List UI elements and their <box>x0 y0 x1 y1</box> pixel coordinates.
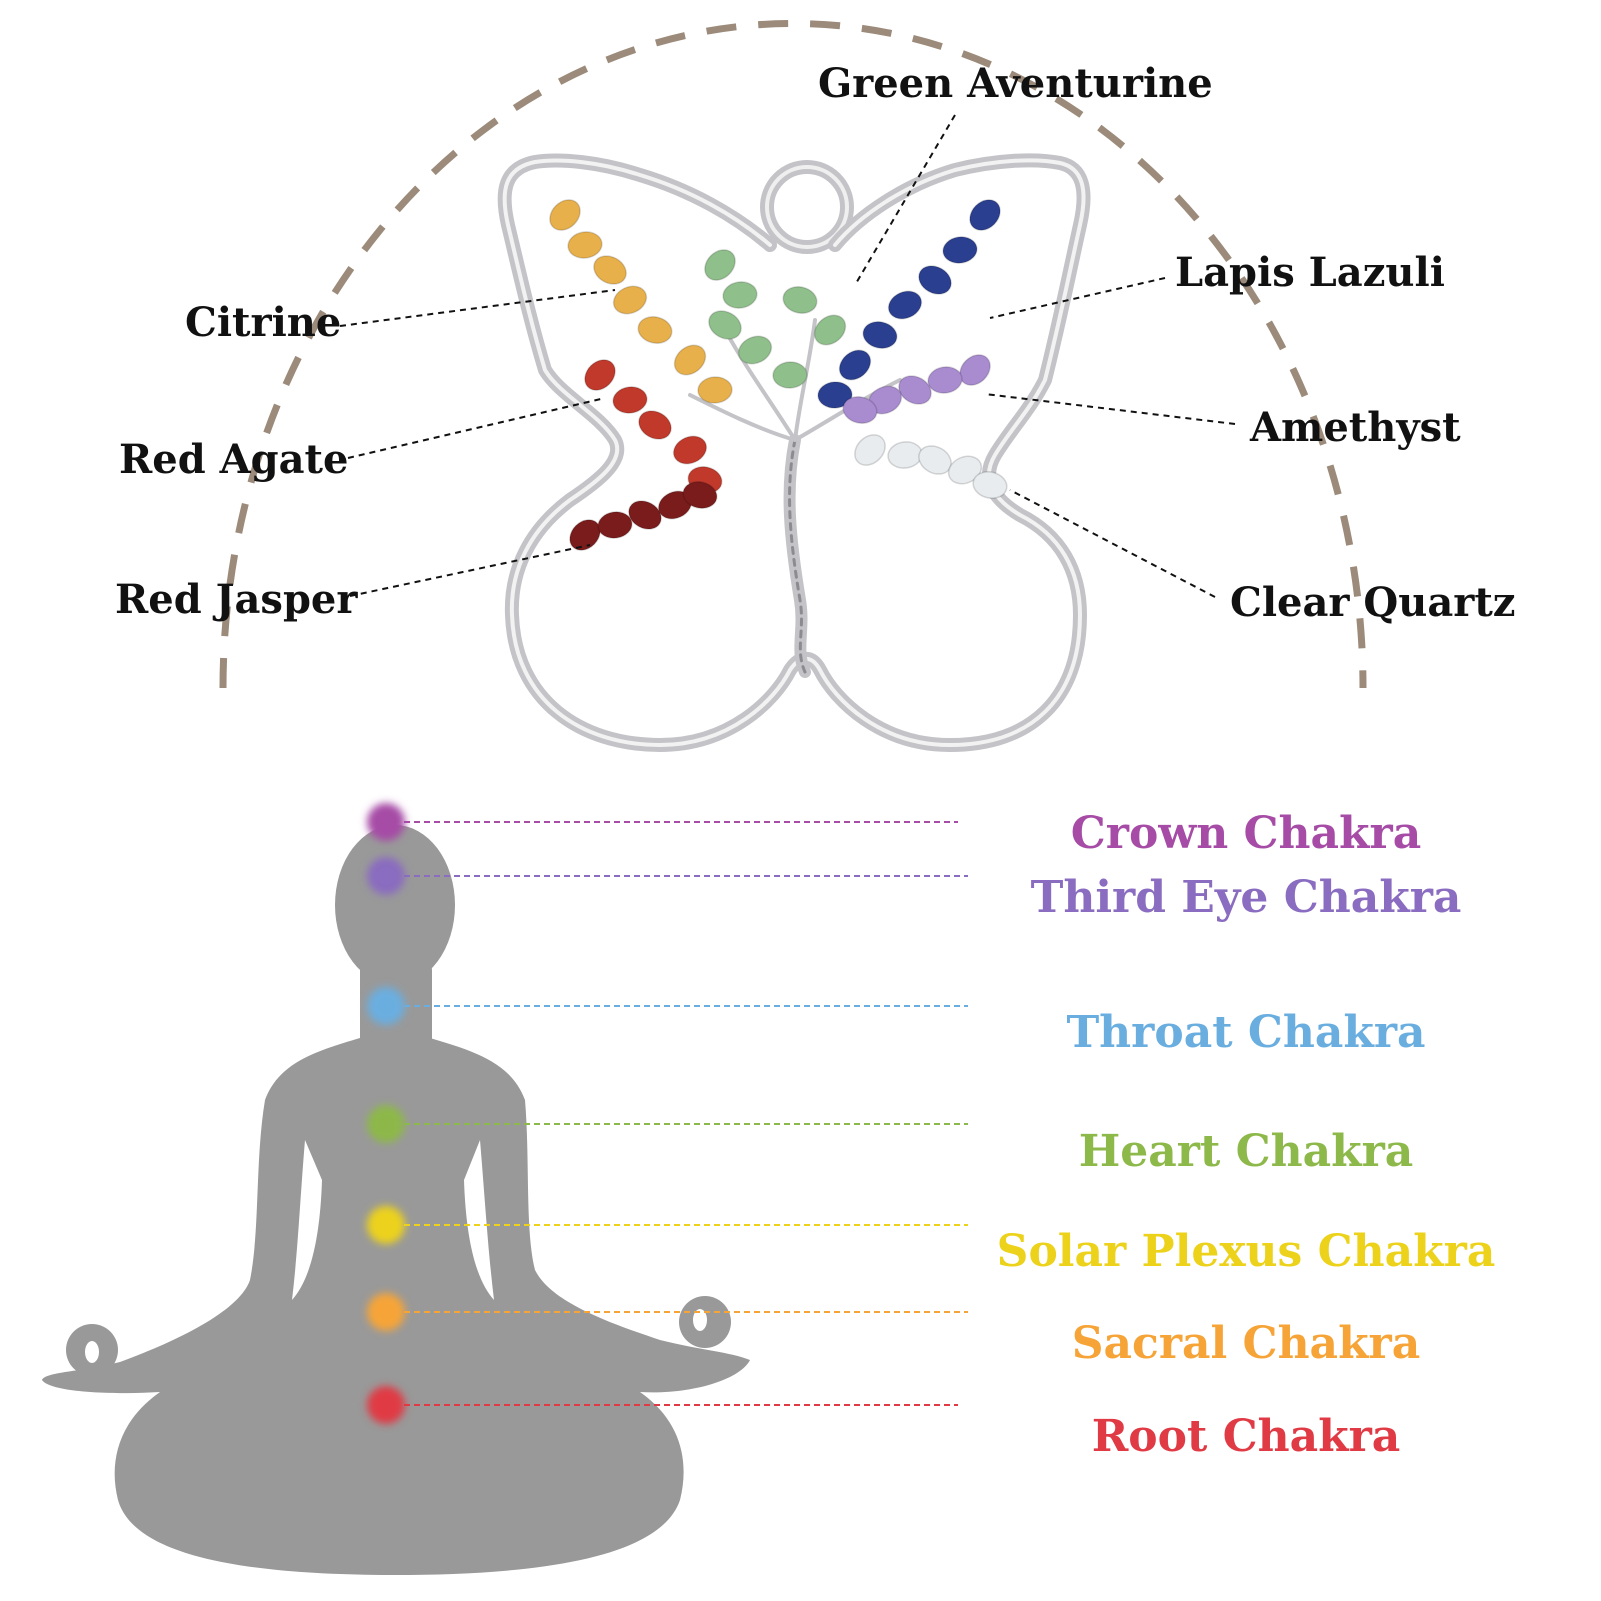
stone-chip <box>697 376 733 404</box>
stone-chip <box>708 310 742 340</box>
stone-chip <box>813 314 847 346</box>
stone-chip <box>584 359 616 391</box>
stone-chip <box>862 321 898 349</box>
chakra-dot <box>367 1206 405 1244</box>
stone-chip <box>628 500 662 530</box>
leader-line-citrine <box>339 289 616 327</box>
stone-label-red-agate: Red Agate <box>119 436 349 483</box>
pendant-bail-highlight <box>765 165 849 249</box>
leader-line-red-agate <box>347 397 606 459</box>
chakra-dot <box>367 1386 405 1424</box>
stone-chip <box>549 199 581 231</box>
stone-chip <box>842 396 878 424</box>
butterfly-pendant <box>497 153 1091 752</box>
stone-chip <box>838 349 872 381</box>
stone-chip <box>704 249 736 281</box>
stone-chip <box>638 410 672 440</box>
stone-leader-lines <box>339 114 1236 598</box>
chakra-label-sacral: Sacral Chakra <box>1071 1318 1421 1369</box>
stone-chip <box>772 361 808 389</box>
chakra-label-throat: Throat Chakra <box>1066 1007 1426 1058</box>
stone-label-amethyst: Amethyst <box>1250 404 1461 451</box>
stone-chip <box>898 375 932 405</box>
stone-chip <box>959 354 991 386</box>
silhouette-head <box>335 825 455 985</box>
silhouette-left-mudra <box>85 1341 99 1363</box>
chakra-dots <box>367 803 405 1424</box>
stone-chip <box>593 255 627 285</box>
stone-chip <box>969 199 1001 231</box>
stone-label-citrine: Citrine <box>185 299 342 346</box>
stone-chip <box>817 381 853 409</box>
leader-line-clear-quartz <box>1009 489 1216 598</box>
stone-chip <box>569 519 601 551</box>
stone-chip <box>972 471 1008 499</box>
stone-chip <box>637 316 673 344</box>
stone-chip <box>947 455 983 485</box>
chakra-label-crown: Crown Chakra <box>1070 808 1422 859</box>
chakra-label-heart: Heart Chakra <box>1078 1126 1414 1177</box>
stone-chip <box>722 281 758 309</box>
stone-chip <box>737 335 773 365</box>
chakra-dot <box>367 1293 405 1331</box>
chakra-label-root: Root Chakra <box>1091 1411 1401 1462</box>
stone-chip <box>854 434 886 466</box>
stone-label-green-aventurine: Green Aventurine <box>818 60 1213 107</box>
leader-line-lapis-lazuli <box>989 277 1166 319</box>
stone-chip <box>782 286 818 314</box>
stone-chip <box>927 366 963 394</box>
stone-label-clear-quartz: Clear Quartz <box>1230 579 1516 626</box>
chakra-dot <box>367 1105 405 1143</box>
tree-trunk-twist <box>788 438 807 674</box>
silhouette-arm-gap-right <box>464 1140 494 1300</box>
stone-chip <box>612 285 648 315</box>
stone-chip <box>918 265 952 295</box>
stone-chip <box>673 344 707 376</box>
tree-trunk <box>783 434 811 678</box>
stone-chip <box>672 435 708 465</box>
chakra-dot <box>367 803 405 841</box>
chakra-leader-lines <box>404 821 968 1406</box>
chakra-label-third-eye: Third Eye Chakra <box>1030 872 1462 923</box>
stone-chip <box>887 441 923 469</box>
stone-chip <box>887 290 923 320</box>
chakra-dot <box>367 987 405 1025</box>
stone-chip <box>682 481 718 509</box>
stone-label-lapis-lazuli: Lapis Lazuli <box>1175 249 1445 296</box>
stone-label-red-jasper: Red Jasper <box>115 576 358 623</box>
stone-chip <box>567 231 603 259</box>
stone-chip <box>597 511 633 539</box>
stone-chip <box>612 386 648 414</box>
stone-chip <box>942 236 978 264</box>
silhouette-arm-gap-left <box>292 1140 322 1300</box>
silhouette-right-mudra <box>693 1309 707 1331</box>
meditation-silhouette <box>42 825 750 1575</box>
dashed-arc <box>219 20 1367 689</box>
chakra-label-solar-plexus: Solar Plexus Chakra <box>996 1226 1496 1277</box>
leader-line-green-aventurine <box>854 114 956 286</box>
chakra-dot <box>367 857 405 895</box>
leader-line-red-jasper <box>349 544 591 597</box>
leader-line-amethyst <box>984 393 1236 425</box>
